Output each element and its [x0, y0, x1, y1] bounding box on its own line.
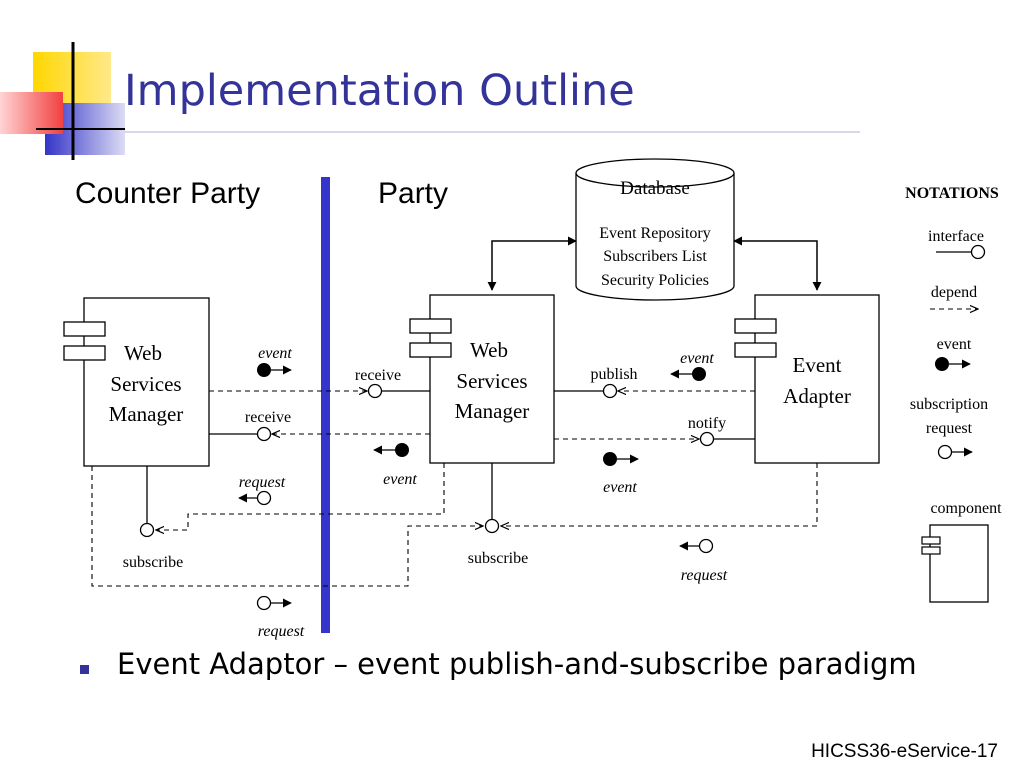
bullet-text: Event Adaptor – event publish-and-subscr… [117, 647, 917, 681]
slide-title: Implementation Outline [124, 66, 635, 116]
party-divider [321, 177, 330, 633]
database-item: Security Policies [601, 272, 709, 289]
database-item: Event Repository [599, 225, 711, 242]
component-label: Services [110, 372, 181, 396]
dependency-lines [91, 391, 818, 587]
database-item: Subscribers List [603, 248, 707, 265]
request-glyph [256, 595, 292, 611]
subscribe-interface [484, 518, 500, 534]
receive-interface [367, 383, 383, 399]
bullet-square [80, 665, 89, 674]
database-cylinder [575, 158, 735, 301]
notify-interface [699, 431, 715, 447]
notation-event-glyph [935, 357, 971, 371]
component-label: Event [793, 353, 842, 377]
notation-component-glyph [921, 524, 989, 603]
db-link-right [733, 236, 822, 291]
notations-title: NOTATIONS [905, 185, 999, 202]
publish-label: publish [590, 366, 637, 383]
notation-interface-label: interface [928, 228, 984, 245]
request-glyph [679, 538, 714, 554]
red-square [0, 92, 63, 134]
receive-interface [256, 426, 272, 442]
event-label: event [603, 479, 637, 496]
event-glyph [373, 443, 409, 457]
event-adapter-component [734, 294, 880, 464]
event-label: event [680, 350, 714, 367]
notation-subscription-label: subscription [910, 396, 988, 413]
request-label: request [681, 567, 728, 584]
request-label: request [258, 623, 305, 640]
database-title: Database [620, 178, 690, 199]
notation-interface-glyph [936, 244, 986, 260]
event-label: event [383, 471, 417, 488]
notify-label: notify [688, 415, 726, 432]
receive-label: receive [355, 367, 401, 384]
component-label: Web [470, 338, 508, 362]
title-rule [120, 131, 860, 133]
notation-subscription-label: request [926, 420, 973, 437]
party-heading: Party [378, 177, 449, 210]
component-label: Web [124, 341, 162, 365]
notation-subscription-glyph [937, 444, 973, 460]
subscribe-label: subscribe [123, 554, 183, 571]
event-glyph [257, 363, 292, 377]
request-glyph [238, 490, 272, 506]
counter-wsm-component [63, 297, 210, 467]
component-label: Manager [109, 402, 184, 426]
component-label: Adapter [783, 384, 851, 408]
publish-interface [602, 383, 618, 399]
party-wsm-component [409, 294, 555, 464]
notation-component-label: component [930, 500, 1002, 517]
slide-footer: HICSS36-eService-17 [811, 741, 998, 762]
request-label: request [239, 474, 286, 491]
notation-event-label: event [937, 336, 972, 353]
notation-depend-label: depend [931, 284, 977, 301]
corner-decoration [0, 42, 125, 160]
event-label: event [258, 345, 292, 362]
counter-party-heading: Counter Party [75, 177, 261, 210]
receive-label: receive [245, 409, 291, 426]
component-label: Services [456, 369, 527, 393]
event-glyph [670, 367, 706, 381]
component-label: Manager [455, 399, 530, 423]
db-link-left [487, 236, 577, 291]
subscribe-interface [139, 522, 155, 538]
subscribe-label: subscribe [468, 550, 528, 567]
event-glyph [603, 452, 639, 466]
